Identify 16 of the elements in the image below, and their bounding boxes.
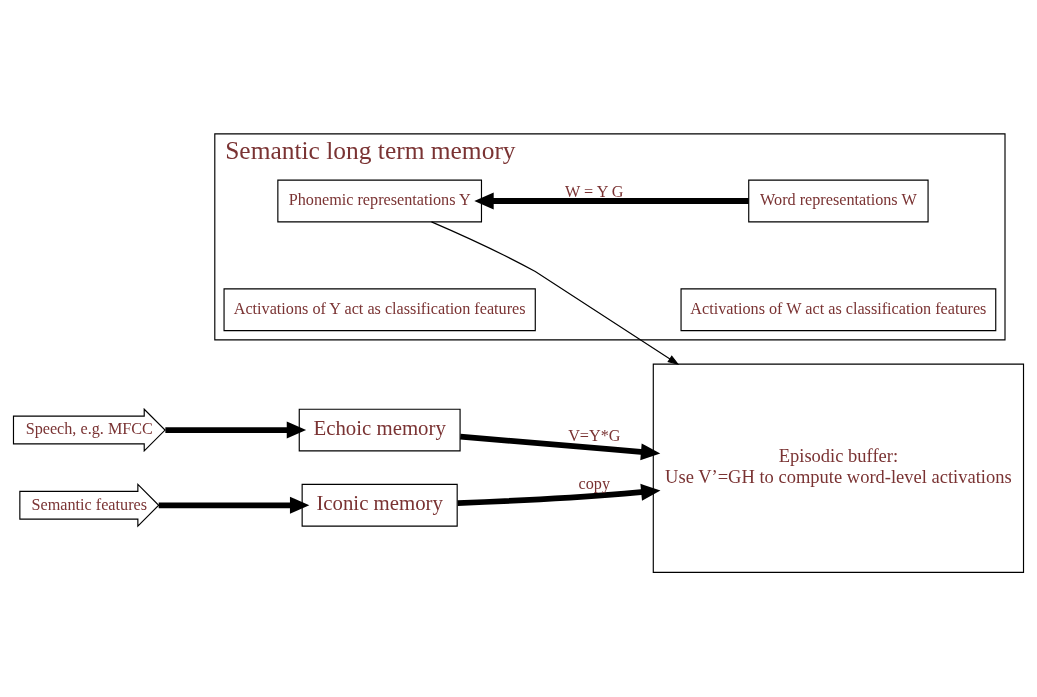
arrow	[165, 421, 307, 439]
node-box: Activations of Y act as classification features	[223, 288, 536, 332]
node-box: Episodic buffer: Use V’=GH to compute word-level activations	[652, 363, 1025, 573]
arrow	[474, 192, 749, 210]
arrow	[460, 433, 661, 461]
arrow	[457, 483, 661, 506]
node-box: Iconic memory	[301, 483, 458, 527]
node-box: Word representations W	[748, 179, 929, 223]
edge-label: V=Y*G	[568, 426, 621, 445]
edge-label: W = Y G	[565, 182, 624, 201]
node-box: Phonemic representations Y	[277, 179, 483, 223]
edge-label: copy	[578, 475, 611, 494]
arrow	[430, 221, 680, 365]
node-box: Echoic memory	[298, 408, 461, 452]
arrow	[158, 496, 310, 514]
node-box: Activations of W act as classification features	[680, 288, 997, 332]
